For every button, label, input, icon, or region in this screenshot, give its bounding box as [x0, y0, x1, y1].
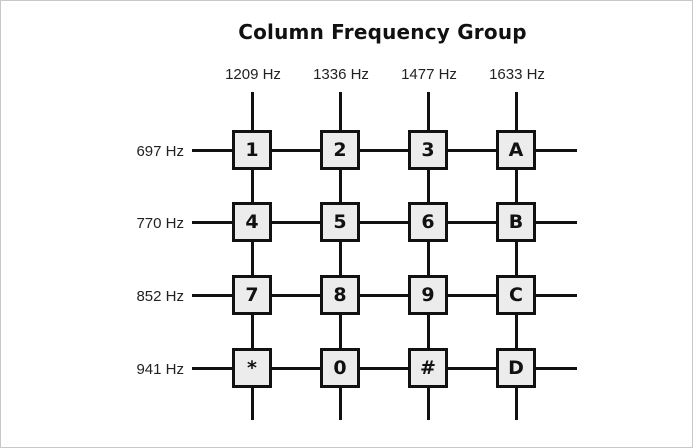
column-line-1633 — [515, 92, 518, 420]
key-d: D — [496, 348, 536, 388]
key-8: 8 — [320, 275, 360, 315]
row-label-697: 697 Hz — [136, 143, 184, 160]
row-label-770: 770 Hz — [136, 215, 184, 232]
key-6: 6 — [408, 202, 448, 242]
key-2: 2 — [320, 130, 360, 170]
key-b: B — [496, 202, 536, 242]
column-line-1209 — [251, 92, 254, 420]
key-7: 7 — [232, 275, 272, 315]
column-label-1477: 1477 Hz — [401, 66, 457, 83]
diagram-title: Column Frequency Group — [238, 20, 527, 44]
column-line-1477 — [427, 92, 430, 420]
key-star: * — [232, 348, 272, 388]
row-line-697 — [192, 149, 577, 152]
key-5: 5 — [320, 202, 360, 242]
column-label-1633: 1633 Hz — [489, 66, 545, 83]
key-0: 0 — [320, 348, 360, 388]
key-9: 9 — [408, 275, 448, 315]
row-label-852: 852 Hz — [136, 288, 184, 305]
key-c: C — [496, 275, 536, 315]
column-label-1209: 1209 Hz — [225, 66, 281, 83]
row-label-941: 941 Hz — [136, 361, 184, 378]
key-4: 4 — [232, 202, 272, 242]
key-1: 1 — [232, 130, 272, 170]
row-line-852 — [192, 294, 577, 297]
key-3: 3 — [408, 130, 448, 170]
key-hash: # — [408, 348, 448, 388]
row-line-941 — [192, 367, 577, 370]
column-label-1336: 1336 Hz — [313, 66, 369, 83]
column-line-1336 — [339, 92, 342, 420]
row-line-770 — [192, 221, 577, 224]
key-a: A — [496, 130, 536, 170]
